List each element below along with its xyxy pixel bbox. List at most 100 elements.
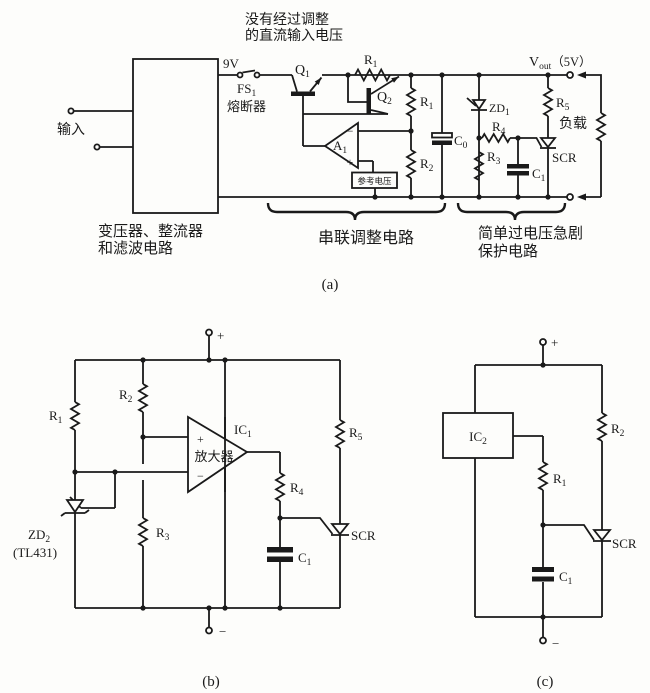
input-label: 输入 (57, 121, 85, 137)
label-9v: 9V (223, 56, 240, 71)
c-plus-sign: + (551, 335, 558, 350)
brace1-label: 串联调整电路 (318, 229, 414, 247)
wires-b (69, 335, 341, 628)
brace2-label-line2: 保护电路 (478, 243, 538, 260)
transformer-box (132, 58, 219, 214)
label-scr: SCR (552, 150, 577, 165)
opamp-ic1-triangle (187, 415, 249, 494)
junction-dots-b (72, 357, 283, 611)
junction-dots-a (345, 72, 551, 200)
q2-emitter-arrow-icon (391, 76, 399, 83)
fuse-contact-right (253, 71, 261, 79)
label-r1-vert: R1 (420, 94, 434, 112)
reference-voltage-box (351, 171, 398, 189)
label-vout: Vout（5V） (529, 55, 592, 72)
input-wires (74, 110, 133, 148)
capacitor-b-c1-plate-bottom (267, 556, 293, 562)
label-r3: R3 (487, 149, 501, 167)
label-zd2-part: (TL431) (13, 545, 57, 560)
resistor-load (595, 112, 607, 142)
zener-zd2-triangle (65, 499, 85, 514)
capacitor-c-c1-plate-bottom (532, 576, 554, 582)
b-plus-sign: + (217, 328, 224, 343)
capacitor-c1-plate-top (507, 164, 529, 169)
resistor-c-r1 (537, 461, 549, 491)
scr-triangle (539, 137, 557, 149)
box-label-line2: 和滤波电路 (98, 240, 173, 257)
zener-zd1-triangle (471, 99, 487, 111)
label-c-r1: R1 (553, 471, 567, 489)
label-b-r1: R1 (49, 408, 63, 426)
b-minus-sign: − (219, 624, 226, 639)
label-ic2: IC2 (469, 429, 487, 447)
label-b-r3: R3 (156, 525, 170, 543)
label-q2: Q2 (377, 90, 392, 107)
label-r4: R4 (492, 119, 506, 137)
wires-c (474, 345, 603, 638)
label-b-r4: R4 (290, 480, 304, 498)
label-c0: C0 (454, 133, 468, 151)
resistor-c-r2 (596, 412, 608, 442)
fuse-blade (242, 69, 256, 74)
label-r1-top: R1 (364, 52, 378, 70)
panel-a: 没有经过调整 的直流输入电压 输入 变压器、整流器 和滤波电路 9V FS1 熔… (57, 11, 607, 293)
vout-bottom-arrow-icon (577, 193, 586, 201)
panel-b: + R1 R2 R3 R4 R5 ZD2 (TL431) IC1 放大器 + −… (13, 328, 376, 690)
resistor-b-r5 (334, 419, 346, 449)
label-b-c1: C1 (298, 550, 312, 568)
label-c-c1: C1 (559, 569, 573, 587)
label-fs1: FS1 (237, 81, 256, 99)
caption-b: (b) (202, 674, 220, 690)
b-opamp-minus-sign: − (197, 469, 204, 483)
zener-zd1-bar (466, 97, 487, 111)
c-minus-sign: − (552, 636, 559, 651)
input-terminal-bottom (93, 143, 101, 151)
opamp-plus-sign: + (347, 155, 354, 169)
box-label-line1: 变压器、整流器 (98, 223, 203, 240)
b-opamp-plus-sign: + (197, 432, 204, 446)
label-b-scr: SCR (351, 528, 376, 543)
resistor-b-r1 (69, 401, 81, 431)
label-zd2: ZD2 (28, 527, 50, 545)
label-c1: C1 (532, 166, 546, 184)
opamp-minus-sign: − (347, 124, 354, 138)
label-a1: A1 (333, 138, 347, 156)
resistor-r1-vertical (405, 87, 417, 117)
input-terminal-top (67, 107, 75, 115)
note-line1: 没有经过调整 (245, 11, 329, 27)
b-terminal-minus (205, 626, 213, 635)
label-r2: R2 (420, 156, 434, 174)
note-line2: 的直流输入电压 (245, 27, 343, 43)
label-fuse-name: 熔断器 (227, 99, 266, 114)
c-terminal-plus (539, 338, 547, 346)
resistor-r3 (473, 151, 485, 181)
label-ic1: IC1 (234, 422, 252, 440)
resistor-b-r2 (137, 383, 149, 413)
caption-a: (a) (322, 277, 339, 293)
scr-c-triangle (592, 529, 612, 542)
brace2-label-line1: 简单过电压急剧 (478, 225, 583, 242)
label-c-r2: R2 (611, 421, 625, 439)
resistor-r5 (542, 87, 554, 117)
ic2-box (442, 412, 514, 459)
label-b-r5: R5 (349, 425, 363, 443)
resistor-r1-horizontal (354, 67, 391, 83)
capacitor-c-c1-plate-top (532, 567, 554, 572)
capacitor-c0-plate-bottom (432, 140, 452, 145)
opamp-a1-triangle (323, 121, 359, 170)
capacitor-b-c1-plate-top (267, 547, 293, 553)
brace-protection (456, 202, 567, 221)
resistor-r4 (481, 132, 511, 144)
transistor-q2-base-bar (366, 88, 371, 114)
zener-zd2-bar (60, 509, 90, 517)
vout-terminal-bottom (566, 193, 574, 201)
label-r5: R5 (556, 95, 570, 113)
caption-c: (c) (537, 674, 554, 690)
label-load: 负载 (559, 115, 587, 131)
scr-b-triangle (330, 523, 350, 536)
vout-terminal-top (566, 71, 574, 79)
fuse-contact-left (236, 71, 244, 79)
resistor-r2 (405, 149, 417, 179)
